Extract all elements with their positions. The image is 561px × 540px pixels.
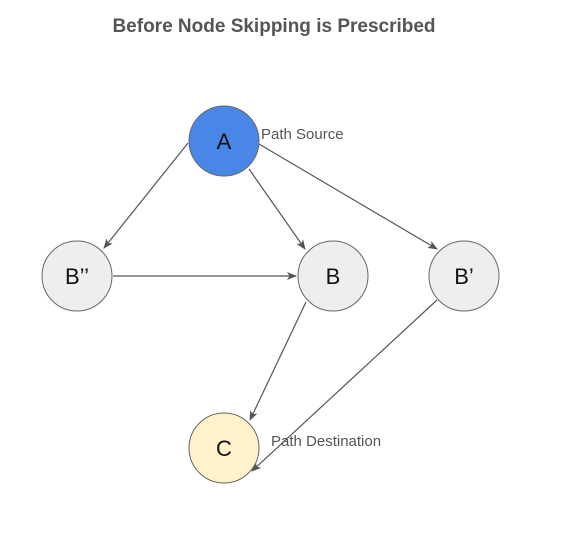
node-b-prime: B’ xyxy=(428,240,500,312)
edge-b-prime-to-c xyxy=(251,299,438,472)
node-b-label: B xyxy=(326,264,341,289)
node-c: C Path Destination xyxy=(188,412,381,484)
edge-a-to-b-prime xyxy=(258,143,438,250)
edge-b-to-c xyxy=(249,301,307,421)
node-b: B xyxy=(297,240,369,312)
node-c-label: C xyxy=(216,436,232,461)
node-b-double-prime-circle xyxy=(41,240,113,312)
node-a: A Path Source xyxy=(188,105,344,177)
path-destination-annotation: Path Destination xyxy=(271,433,381,450)
edges-layer xyxy=(103,142,438,472)
node-b-circle xyxy=(297,240,369,312)
node-c-circle xyxy=(188,412,260,484)
edge-a-to-b-double-prime xyxy=(103,142,189,249)
node-b-double-prime: B’’ xyxy=(41,240,113,312)
node-b-prime-circle xyxy=(428,240,500,312)
node-a-label: A xyxy=(217,129,232,154)
diagram-title: Before Node Skipping is Prescribed xyxy=(112,16,436,37)
node-b-prime-label: B’ xyxy=(454,264,474,289)
path-source-annotation: Path Source xyxy=(261,126,344,143)
edge-a-to-b xyxy=(248,168,306,250)
node-a-circle xyxy=(188,105,260,177)
node-b-double-prime-label: B’’ xyxy=(65,264,89,289)
